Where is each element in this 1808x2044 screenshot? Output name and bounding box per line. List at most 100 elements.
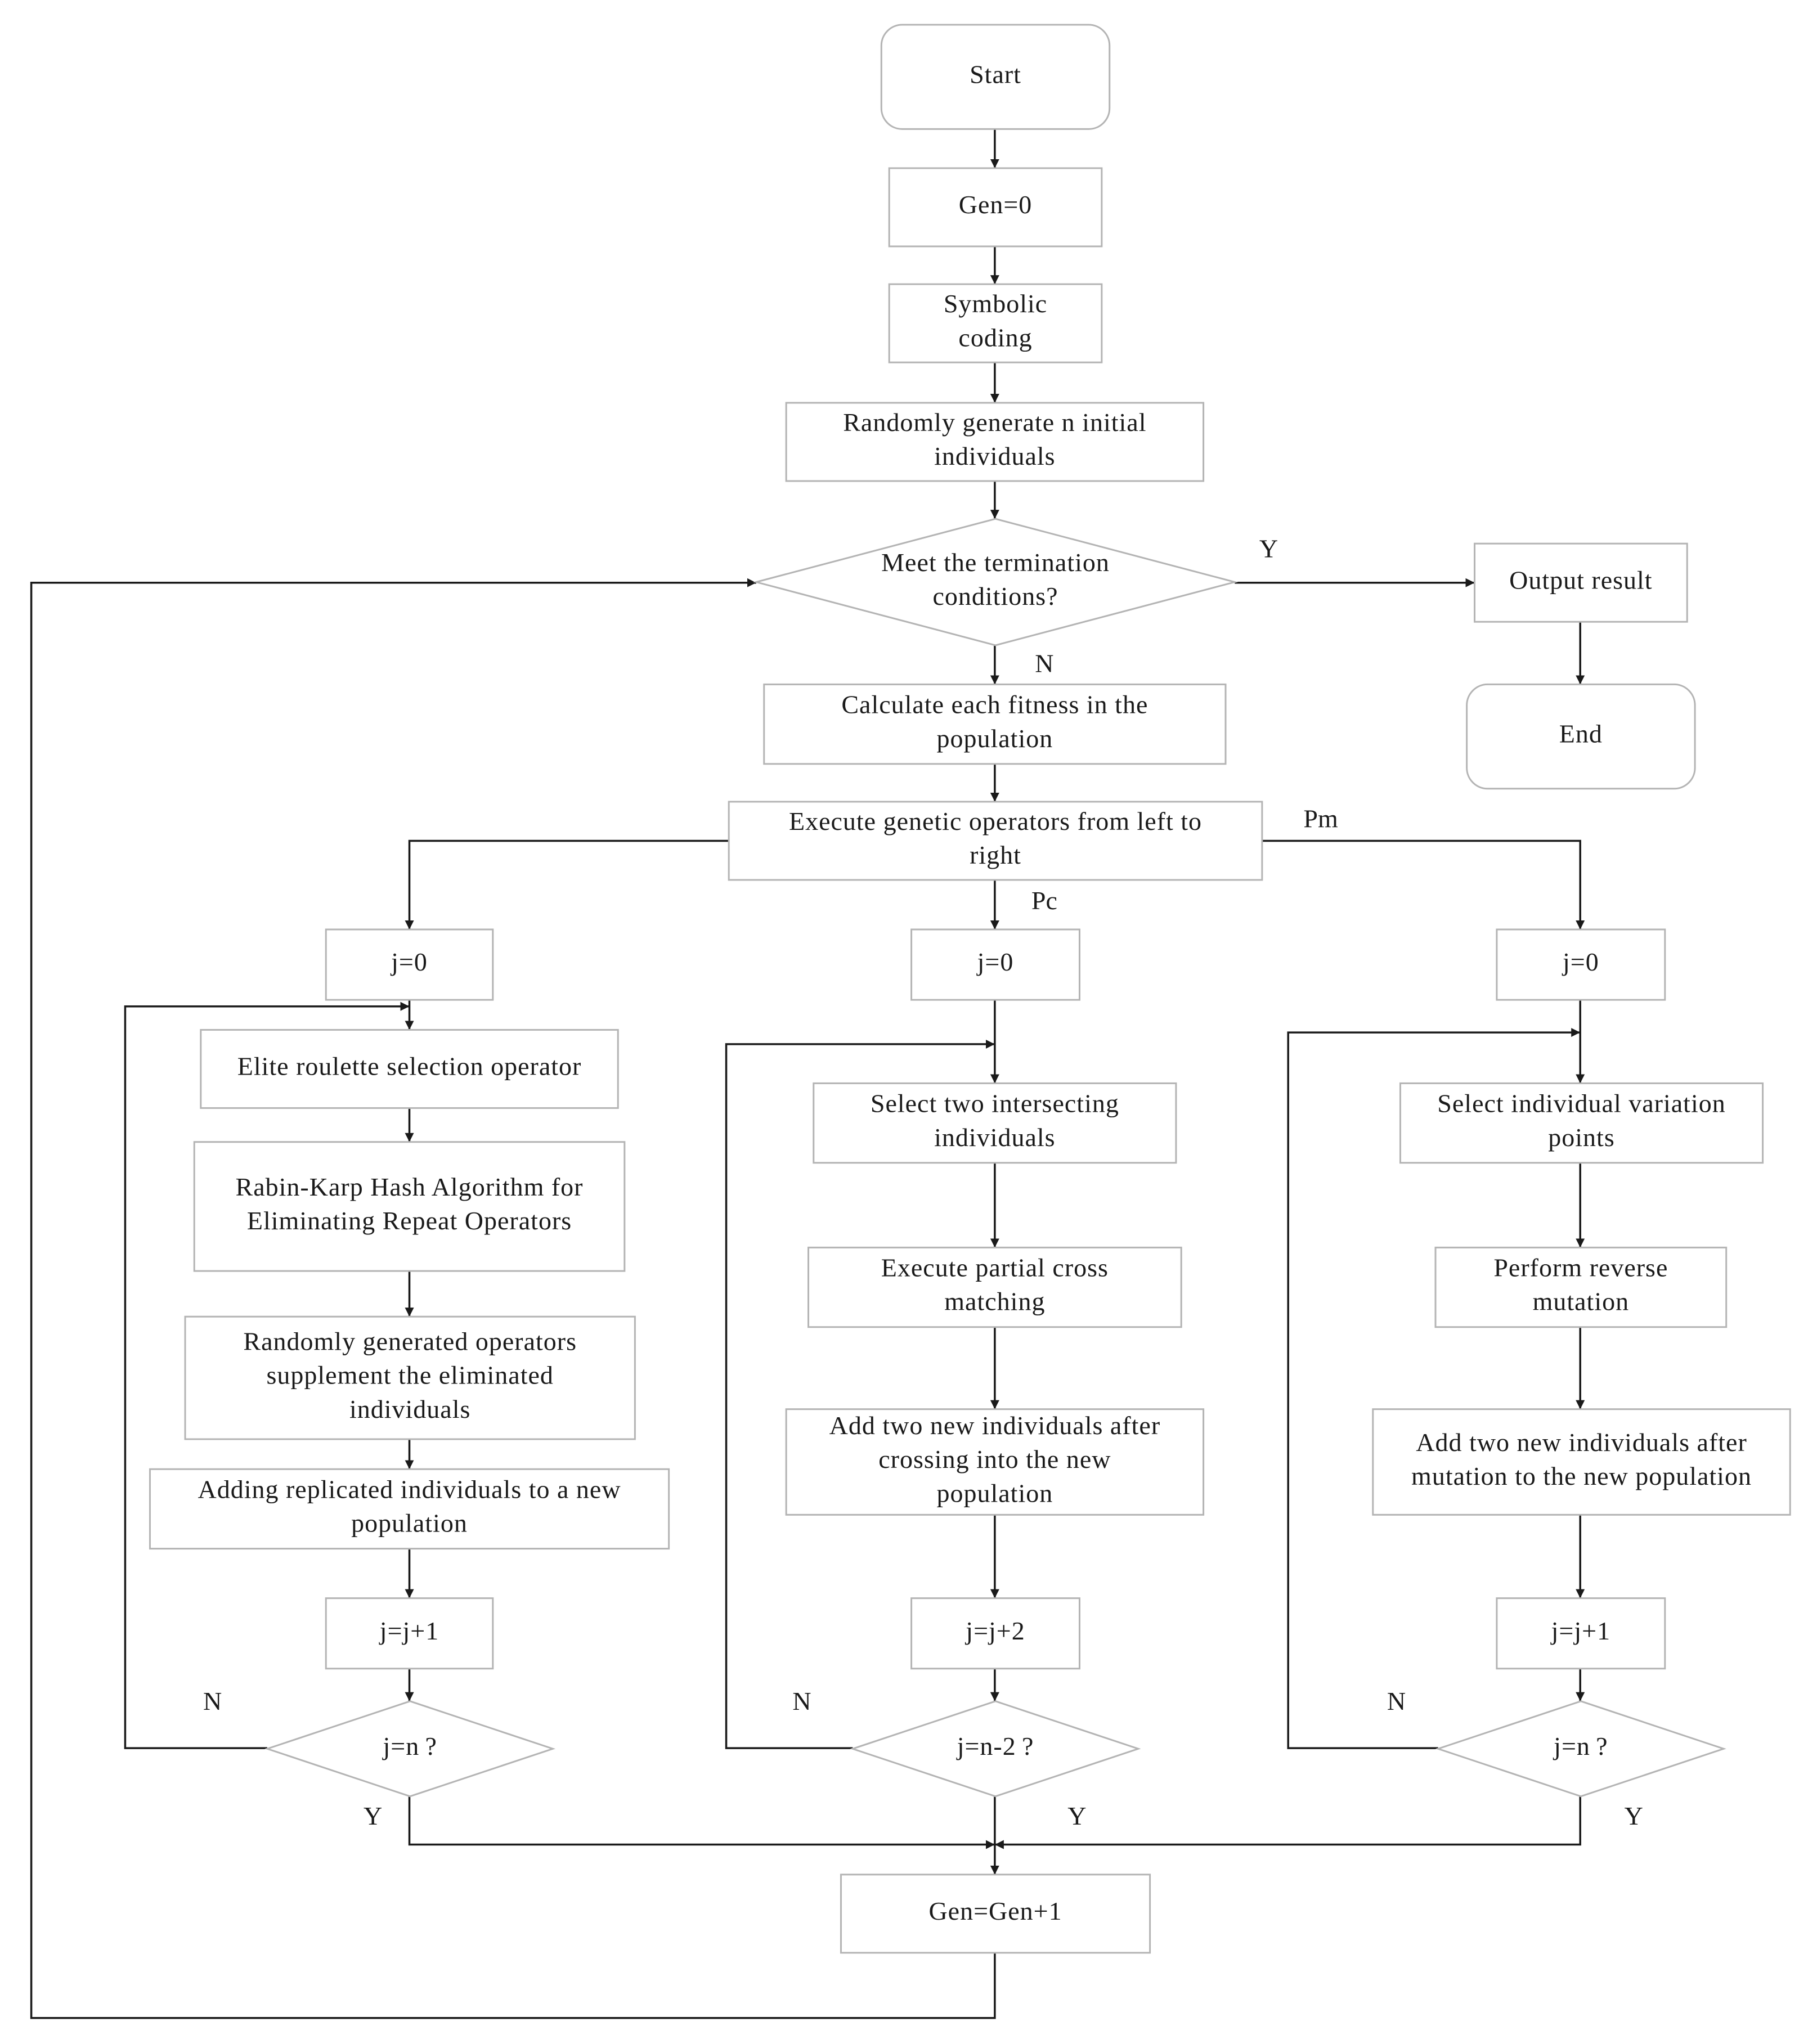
process-box <box>910 928 1080 1001</box>
node-cross-exec: Execute partial cross matching <box>807 1246 1182 1328</box>
node-text-line: Calculate each fitness in the <box>841 690 1148 719</box>
node-cross-select: Select two intersecting individuals <box>813 1082 1177 1164</box>
process-box <box>1474 542 1688 623</box>
node-text-line: Execute partial cross <box>881 1253 1109 1282</box>
node-output: Output result <box>1474 542 1688 623</box>
node-text-line: crossing into the new <box>878 1445 1111 1474</box>
branch-label-pc: Pc <box>1031 886 1057 915</box>
connectors <box>30 129 1585 2019</box>
process-box <box>1434 1246 1728 1328</box>
process-box <box>910 1597 1080 1670</box>
node-text-line: points <box>1548 1123 1614 1152</box>
branch-label-mut-no: N <box>1387 1687 1406 1715</box>
process-box <box>325 1597 494 1670</box>
process-box <box>1496 1597 1666 1670</box>
connector-execute-to-mutation <box>1262 839 1585 930</box>
connector-execute-to-selection <box>405 839 729 930</box>
node-text-line: Select individual variation <box>1437 1089 1725 1118</box>
node-text-line: Elite roulette selection operator <box>237 1052 582 1081</box>
node-cross-check: j=n-2 ? <box>850 1700 1141 1798</box>
node-gen0: Gen=0 <box>888 167 1103 248</box>
branch-label-cross-yes: Y <box>1067 1802 1086 1830</box>
connector-mut-no-loop <box>1287 1028 1581 1749</box>
node-text-line: j=j+1 <box>379 1616 439 1645</box>
process-box <box>325 928 494 1001</box>
connector-sel-yes-merge <box>408 1796 995 1849</box>
node-text-line: j=j+2 <box>964 1616 1025 1645</box>
node-sel-j0: j=0 <box>325 928 494 1001</box>
branch-label-cross-no: N <box>792 1687 811 1715</box>
decision-diamond <box>752 518 1239 646</box>
node-text-line: population <box>351 1509 468 1538</box>
node-text-line: Eliminating Repeat Operators <box>247 1206 572 1235</box>
decision-diamond <box>1435 1700 1726 1798</box>
node-text-line: matching <box>944 1287 1045 1316</box>
node-cross-j0: j=0 <box>910 928 1080 1001</box>
connector-sel-no-loop <box>124 1001 410 1749</box>
node-mut-inc: j=j+1 <box>1496 1597 1666 1670</box>
node-text-line: j=n ? <box>1553 1732 1608 1760</box>
process-box <box>149 1468 670 1550</box>
process-box <box>813 1082 1177 1164</box>
node-text-line: Add two new individuals after <box>829 1411 1161 1440</box>
process-box <box>888 283 1103 363</box>
process-box <box>785 1408 1205 1516</box>
node-text-line: Add two new individuals after <box>1416 1428 1747 1457</box>
process-box <box>785 402 1205 482</box>
process-box <box>184 1315 636 1440</box>
node-text-line: Output result <box>1509 565 1652 594</box>
node-sel-check: j=n ? <box>264 1700 556 1798</box>
node-cross-inc: j=j+2 <box>910 1597 1080 1670</box>
process-box <box>193 1141 626 1272</box>
branch-label-term-yes: Y <box>1259 534 1278 563</box>
decision-diamond <box>850 1700 1141 1798</box>
node-text-line: Select two intersecting <box>871 1089 1119 1118</box>
node-text-line: Perform reverse <box>1493 1253 1668 1282</box>
node-text-line: Meet the termination <box>881 548 1110 577</box>
node-text-line: Rabin-Karp Hash Algorithm for <box>236 1173 584 1201</box>
node-text-line: right <box>970 841 1021 869</box>
node-text-line: Start <box>970 60 1021 88</box>
node-text-line: j=n-2 ? <box>956 1732 1034 1760</box>
process-box <box>200 1028 619 1109</box>
branch-label-sel-no: N <box>203 1687 222 1715</box>
node-gen-inc: Gen=Gen+1 <box>840 1874 1151 1954</box>
decision-diamond <box>264 1700 556 1798</box>
branch-label-mut-yes: Y <box>1625 1802 1643 1830</box>
connector-cross-no-loop <box>725 1039 995 1749</box>
node-text-line: j=n ? <box>382 1732 437 1760</box>
node-mut-select: Select individual variation points <box>1399 1082 1764 1164</box>
connector-gen-loop-back <box>30 578 996 2019</box>
node-text-line: Randomly generate n initial <box>843 408 1146 437</box>
node-text-line: mutation <box>1533 1287 1630 1316</box>
process-box <box>807 1246 1182 1328</box>
node-text-line: individuals <box>934 1123 1055 1152</box>
process-box <box>1496 928 1666 1001</box>
node-text-line: Adding replicated individuals to a new <box>198 1475 621 1503</box>
node-text-line: mutation to the new population <box>1411 1462 1752 1490</box>
node-start: Start <box>880 24 1111 130</box>
node-mut-j0: j=0 <box>1496 928 1666 1001</box>
node-text-line: individuals <box>349 1395 470 1423</box>
process-box <box>728 801 1263 881</box>
node-sel-rabin: Rabin-Karp Hash Algorithm forEliminating… <box>193 1141 626 1272</box>
node-text-line: j=j+1 <box>1550 1616 1610 1645</box>
node-sel-inc: j=j+1 <box>325 1597 494 1670</box>
node-text-line: Gen=0 <box>959 190 1033 219</box>
node-text-line: coding <box>958 323 1032 352</box>
connector-mut-yes-merge <box>994 1796 1581 1849</box>
node-text-line: j=0 <box>976 947 1014 976</box>
node-sel-roulette: Elite roulette selection operator <box>200 1028 619 1109</box>
terminal-shape <box>1466 683 1696 790</box>
node-text-line: j=0 <box>1562 947 1599 976</box>
process-box <box>888 167 1103 248</box>
process-box <box>840 1874 1151 1954</box>
node-mut-check: j=n ? <box>1435 1700 1726 1798</box>
